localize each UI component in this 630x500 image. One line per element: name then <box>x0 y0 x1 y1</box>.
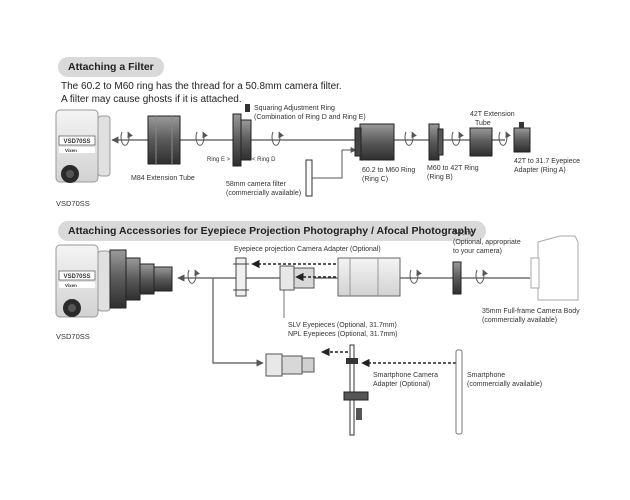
ring-a: 42T to 31.7 Eyepiece Adapter (Ring A) <box>513 122 580 174</box>
svg-text:T-Ring: T-Ring <box>453 230 474 237</box>
section-title-filter: Attaching a Filter <box>58 57 164 77</box>
svg-text:Eyepiece projection Camera Ada: Eyepiece projection Camera Adapter (Opti… <box>234 246 381 253</box>
camera-model-label: VSD70SS <box>56 199 90 208</box>
t-ring: T-Ring (Optional, appropriate to your ca… <box>452 230 521 295</box>
squaring-adjustment-ring: Squaring Adjustment Ring (Combination of… <box>207 104 366 167</box>
full-frame-camera-body: 35mm Full-frame Camera Body (commerciall… <box>482 235 580 324</box>
svg-text:Ring E >: Ring E > <box>207 157 231 163</box>
screw-icon <box>245 104 250 112</box>
svg-text:42T to 31.7 Eyepiece: 42T to 31.7 Eyepiece <box>514 158 580 165</box>
svg-text:SLV Eyepieces (Optional, 31.7m: SLV Eyepieces (Optional, 31.7mm) <box>288 322 397 329</box>
svg-text:VSD70SS: VSD70SS <box>63 274 90 280</box>
eyepiece-projection-adapter: Eyepiece projection Camera Adapter (Opti… <box>233 246 401 297</box>
rotation-icons <box>120 131 511 146</box>
svg-text:Vixen: Vixen <box>65 283 77 288</box>
smartphone-camera-adapter: Smartphone Camera Adapter (Optional) <box>343 344 438 436</box>
svg-text:(commercially available): (commercially available) <box>467 381 542 388</box>
svg-text:Tube: Tube <box>475 120 491 127</box>
section-title-projection: Attaching Accessories for Eyepiece Proje… <box>58 221 487 241</box>
svg-text:(commercially available): (commercially available) <box>482 317 557 324</box>
svg-text:M84 Extension Tube: M84 Extension Tube <box>131 175 195 182</box>
svg-text:Smartphone Camera: Smartphone Camera <box>373 372 438 379</box>
m84-extension-tube: M84 Extension Tube <box>131 115 195 182</box>
ring-c: 60.2 to M60 Ring (Ring C) <box>354 123 415 183</box>
svg-text:(Optional, appropriate: (Optional, appropriate <box>453 239 521 246</box>
vsd70ss-camera-top: VSD70SS Vixen VSD70SS <box>55 109 111 208</box>
vsd70ss-camera-bottom: VSD70SS Vixen VSD70SS <box>55 244 173 341</box>
camera-badge: VSD70SS <box>63 139 90 145</box>
svg-text:(Ring B): (Ring B) <box>427 174 453 181</box>
svg-text:Smartphone: Smartphone <box>467 372 505 379</box>
svg-text:< Ring D: < Ring D <box>252 157 276 163</box>
svg-text:Squaring Adjustment Ring: Squaring Adjustment Ring <box>254 105 335 112</box>
ring-b: M60 to 42T Ring (Ring B) <box>427 123 479 181</box>
filter-intro-line2: A filter may cause ghosts if it is attac… <box>61 94 242 105</box>
extension-tube-42t: 42T Extension Tube <box>469 111 515 157</box>
camera-filter-58mm: 58mm camera filter (commercially availab… <box>226 147 357 197</box>
svg-text:Vixen: Vixen <box>65 148 77 153</box>
svg-text:(Ring C): (Ring C) <box>362 176 388 183</box>
svg-text:to your camera): to your camera) <box>453 248 502 255</box>
svg-text:Adapter (Ring A): Adapter (Ring A) <box>514 167 566 174</box>
svg-text:35mm Full-frame Camera Body: 35mm Full-frame Camera Body <box>482 308 580 315</box>
svg-text:M60 to 42T Ring: M60 to 42T Ring <box>427 165 479 172</box>
svg-text:(commercially available): (commercially available) <box>226 190 301 197</box>
svg-text:58mm camera filter: 58mm camera filter <box>226 181 287 188</box>
svg-text:(Combination of Ring D and Rin: (Combination of Ring D and Ring E) <box>254 114 366 121</box>
svg-text:VSD70SS: VSD70SS <box>56 332 90 341</box>
smartphone: Smartphone (commercially available) <box>455 349 542 435</box>
smartphone-adapter-eyepiece <box>265 353 315 377</box>
filter-intro-line1: The 60.2 to M60 ring has the thread for … <box>61 81 342 92</box>
svg-text:60.2 to M60 Ring: 60.2 to M60 Ring <box>362 167 415 174</box>
svg-text:Adapter (Optional): Adapter (Optional) <box>373 381 430 388</box>
svg-text:NPL Eyepieces (Optional, 31.7m: NPL Eyepieces (Optional, 31.7mm) <box>288 331 397 338</box>
svg-text:42T Extension: 42T Extension <box>470 111 515 118</box>
